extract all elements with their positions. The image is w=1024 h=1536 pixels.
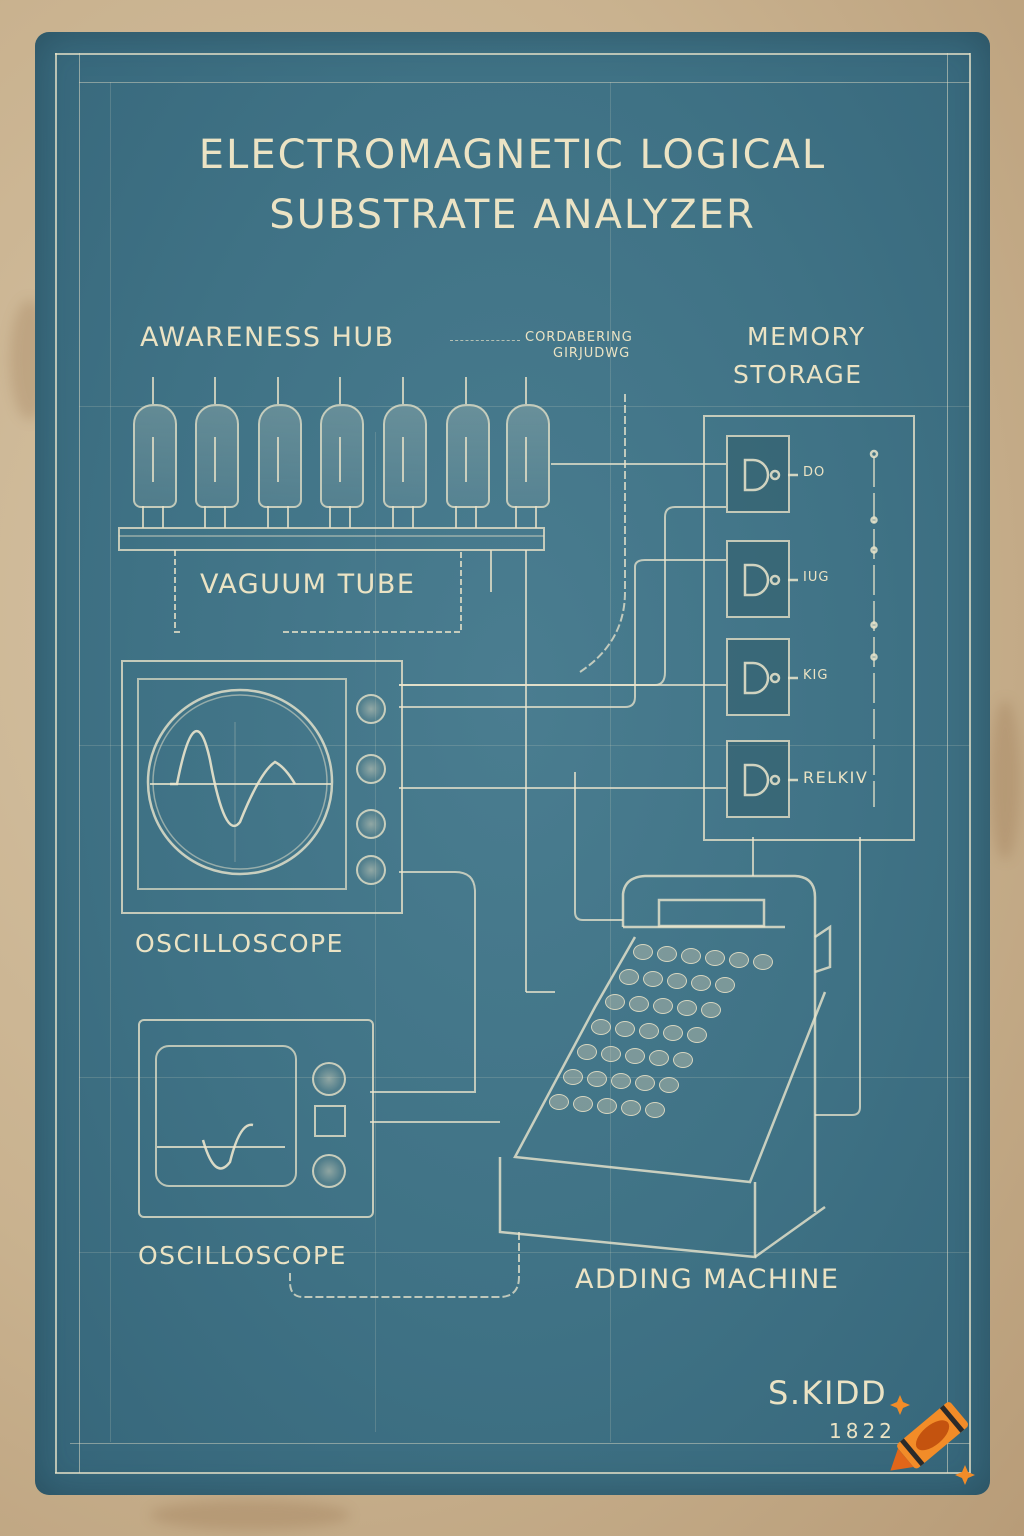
adding-machine-icon bbox=[498, 874, 832, 1259]
key[interactable] bbox=[597, 1098, 617, 1114]
key[interactable] bbox=[729, 952, 749, 968]
vacuum-tube-label: VAGUUM TUBE bbox=[200, 569, 416, 600]
key[interactable] bbox=[715, 977, 735, 993]
awareness-hub-label: AWARENESS HUB bbox=[140, 322, 395, 353]
vacuum-tube-icon bbox=[195, 404, 239, 508]
memory-cell-label-2: IUG bbox=[803, 570, 830, 585]
vacuum-tube-icon bbox=[446, 404, 490, 508]
key[interactable] bbox=[605, 994, 625, 1010]
oscilloscope-2-knob-1[interactable] bbox=[312, 1062, 346, 1096]
key[interactable] bbox=[659, 1077, 679, 1093]
tube-leads-icon bbox=[118, 377, 545, 633]
oscilloscope-2-label: OSCILLOSCOPE bbox=[138, 1241, 347, 1270]
key[interactable] bbox=[687, 1027, 707, 1043]
grid-line bbox=[79, 745, 970, 746]
oscilloscope-1-knob-4[interactable] bbox=[356, 855, 386, 885]
memory-storage-label-2: STORAGE bbox=[733, 360, 863, 389]
frame-inner-top bbox=[79, 82, 970, 83]
key[interactable] bbox=[633, 944, 653, 960]
grid-line bbox=[79, 1077, 970, 1078]
key[interactable] bbox=[653, 998, 673, 1014]
oscilloscope-1-knob-3[interactable] bbox=[356, 809, 386, 839]
key[interactable] bbox=[673, 1052, 693, 1068]
key[interactable] bbox=[645, 1102, 665, 1118]
key[interactable] bbox=[621, 1100, 641, 1116]
oscilloscope-2-waveform-icon bbox=[157, 1123, 285, 1170]
grid-line bbox=[79, 1252, 970, 1253]
frame-outer-bottom bbox=[55, 1472, 970, 1474]
signature-year: 1822 bbox=[829, 1419, 896, 1443]
vacuum-tube-icon bbox=[506, 404, 550, 508]
key[interactable] bbox=[573, 1096, 593, 1112]
frame-inner-bottom bbox=[70, 1443, 970, 1444]
memory-storage-label-1: MEMORY bbox=[747, 322, 866, 351]
key[interactable] bbox=[691, 975, 711, 991]
grid-line bbox=[375, 432, 376, 1432]
diagram-title-line2: SUBSTRATE ANALYZER bbox=[269, 192, 756, 238]
awareness-hub-leader bbox=[450, 340, 520, 342]
key[interactable] bbox=[701, 1002, 721, 1018]
key[interactable] bbox=[677, 1000, 697, 1016]
oscilloscope-1-label: OSCILLOSCOPE bbox=[135, 929, 344, 958]
key[interactable] bbox=[587, 1071, 607, 1087]
key[interactable] bbox=[681, 948, 701, 964]
memory-cell-label-4: RELKIV bbox=[803, 768, 869, 787]
frame-outer-right bbox=[969, 53, 971, 1473]
key[interactable] bbox=[663, 1025, 683, 1041]
vacuum-tube-icon bbox=[320, 404, 364, 508]
memory-storage-box bbox=[703, 415, 915, 841]
crayon-icon bbox=[890, 1395, 975, 1485]
frame-outer-top bbox=[55, 53, 970, 55]
key[interactable] bbox=[619, 969, 639, 985]
oscilloscope-1-waveform-icon bbox=[146, 688, 334, 876]
memory-gate-glyphs bbox=[743, 449, 879, 807]
key[interactable] bbox=[635, 1075, 655, 1091]
signature-name: S.KIDD bbox=[768, 1374, 888, 1412]
memory-cell-label-3: KIG bbox=[803, 668, 829, 683]
key[interactable] bbox=[611, 1073, 631, 1089]
key[interactable] bbox=[649, 1050, 669, 1066]
adding-machine-label: ADDING MACHINE bbox=[575, 1264, 840, 1295]
key[interactable] bbox=[591, 1019, 611, 1035]
memory-cell-label-1: DO bbox=[803, 465, 826, 480]
key[interactable] bbox=[601, 1046, 621, 1062]
diagram-title-line1: ELECTROMAGNETIC LOGICAL bbox=[198, 132, 827, 178]
frame-outer-left bbox=[55, 53, 57, 1473]
oscilloscope-2 bbox=[138, 1019, 374, 1218]
key[interactable] bbox=[625, 1048, 645, 1064]
vacuum-tube-icon bbox=[383, 404, 427, 508]
key[interactable] bbox=[549, 1094, 569, 1110]
oscilloscope-2-switch[interactable] bbox=[314, 1105, 346, 1137]
key[interactable] bbox=[657, 946, 677, 962]
key[interactable] bbox=[577, 1044, 597, 1060]
grid-line bbox=[610, 82, 611, 1442]
paper-stain bbox=[990, 700, 1020, 860]
blueprint-sheet: ELECTROMAGNETIC LOGICAL SUBSTRATE ANALYZ… bbox=[35, 32, 990, 1495]
key[interactable] bbox=[615, 1021, 635, 1037]
vacuum-tube-icon bbox=[258, 404, 302, 508]
oscilloscope-1-knob-1[interactable] bbox=[356, 694, 386, 724]
oscilloscope-1-knob-2[interactable] bbox=[356, 754, 386, 784]
vacuum-tube-icon bbox=[133, 404, 177, 508]
awareness-hub-annotation-2: GIRJUDWG bbox=[553, 346, 631, 361]
frame-inner-right bbox=[947, 53, 948, 1473]
oscilloscope-2-knob-2[interactable] bbox=[312, 1154, 346, 1188]
frame-inner-left bbox=[79, 53, 80, 1473]
key[interactable] bbox=[667, 973, 687, 989]
awareness-hub-annotation-1: CORDABERING bbox=[525, 330, 633, 345]
key[interactable] bbox=[629, 996, 649, 1012]
oscilloscope-2-screen bbox=[155, 1045, 297, 1187]
key[interactable] bbox=[563, 1069, 583, 1085]
key[interactable] bbox=[705, 950, 725, 966]
wiring-icon bbox=[289, 394, 861, 1298]
key[interactable] bbox=[639, 1023, 659, 1039]
key[interactable] bbox=[753, 954, 773, 970]
oscilloscope-1-screen-frame bbox=[137, 678, 347, 890]
key[interactable] bbox=[643, 971, 663, 987]
grid-line bbox=[110, 82, 111, 1442]
paper-stain bbox=[150, 1500, 350, 1530]
